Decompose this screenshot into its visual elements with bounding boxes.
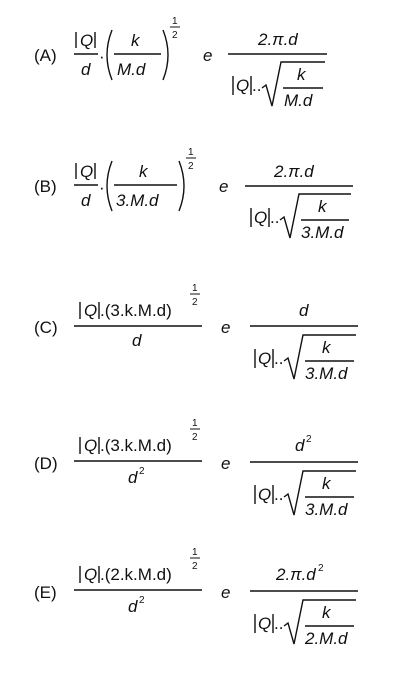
option-a: (A) Q d · k M.d 1 2 e 2.π.d Q .. k M.d (34, 16, 327, 110)
option-d: (D) Q .(3.k.M.d) 1 2 d 2 e d 2 Q .. k 3.… (34, 418, 358, 519)
conjunction: e (221, 583, 230, 602)
charge-symbol: Q (80, 31, 93, 50)
inner-denominator: 3.M.d (116, 191, 159, 210)
denominator-exponent: 2 (139, 466, 145, 477)
charge-symbol: Q (80, 162, 93, 181)
exponent-numerator: 1 (188, 147, 194, 158)
charge-symbol: Q (84, 301, 97, 320)
option-b: (B) Q d · k 3.M.d 1 2 e 2.π.d Q .. k 3.M… (34, 147, 353, 242)
denominator-exponent: 2 (139, 595, 145, 606)
exponent-numerator: 1 (192, 418, 198, 429)
root-numerator: k (322, 474, 332, 493)
svg-text:..: .. (252, 76, 261, 95)
root-numerator: k (322, 603, 332, 622)
option-label: (E) (34, 583, 57, 602)
first-denominator: d (128, 597, 138, 616)
conjunction: e (221, 318, 230, 337)
option-c: (C) Q .(3.k.M.d) 1 2 d e d Q .. k 3.M.d (34, 283, 358, 383)
distance-symbol: d (81, 60, 91, 79)
numerator-product: .(2.k.M.d) (100, 565, 172, 584)
svg-text:..: .. (274, 349, 283, 368)
numerator-exponent: 2 (306, 434, 312, 445)
charge-symbol: Q (258, 485, 271, 504)
root-numerator: k (297, 65, 307, 84)
numerator-product: .(3.k.M.d) (100, 436, 172, 455)
exponent-denominator: 2 (192, 297, 198, 308)
charge-symbol: Q (84, 565, 97, 584)
exponent-denominator: 2 (188, 161, 194, 172)
root-denominator: M.d (284, 91, 313, 110)
second-numerator: 2.π.d (273, 162, 314, 181)
first-denominator: d (132, 331, 142, 350)
conjunction: e (221, 454, 230, 473)
distance-symbol: d (81, 191, 91, 210)
numerator-product: .(3.k.M.d) (100, 301, 172, 320)
charge-symbol: Q (258, 614, 271, 633)
second-numerator: d (299, 301, 309, 320)
exponent-denominator: 2 (172, 30, 178, 41)
charge-symbol: Q (84, 436, 97, 455)
svg-text:..: .. (274, 485, 283, 504)
numerator-exponent: 2 (318, 563, 324, 574)
conjunction: e (219, 177, 228, 196)
second-numerator: 2.π.d (275, 565, 316, 584)
root-numerator: k (322, 338, 332, 357)
root-denominator: 3.M.d (305, 500, 348, 519)
option-label: (B) (34, 177, 57, 196)
charge-symbol: Q (258, 349, 271, 368)
first-denominator: d (128, 468, 138, 487)
exponent-numerator: 1 (172, 16, 178, 27)
svg-text:..: .. (274, 614, 283, 633)
charge-symbol: Q (254, 208, 267, 227)
exponent-denominator: 2 (192, 561, 198, 572)
second-numerator: 2.π.d (257, 30, 298, 49)
exponent-denominator: 2 (192, 432, 198, 443)
constant-k: k (139, 162, 149, 181)
exponent-numerator: 1 (192, 547, 198, 558)
svg-text:..: .. (270, 208, 279, 227)
root-denominator: 3.M.d (301, 223, 344, 242)
exponent-numerator: 1 (192, 283, 198, 294)
root-denominator: 3.M.d (305, 364, 348, 383)
option-label: (D) (34, 454, 58, 473)
option-label: (A) (34, 46, 57, 65)
root-numerator: k (318, 197, 328, 216)
svg-text:·: · (99, 47, 105, 66)
constant-k: k (131, 31, 141, 50)
inner-denominator: M.d (117, 60, 146, 79)
conjunction: e (203, 46, 212, 65)
second-numerator: d (295, 436, 305, 455)
svg-text:·: · (99, 178, 105, 197)
option-label: (C) (34, 318, 58, 337)
root-denominator: 2.M.d (304, 629, 348, 648)
option-e: (E) Q .(2.k.M.d) 1 2 d 2 e 2.π.d 2 Q .. … (34, 547, 358, 648)
charge-symbol: Q (236, 76, 249, 95)
